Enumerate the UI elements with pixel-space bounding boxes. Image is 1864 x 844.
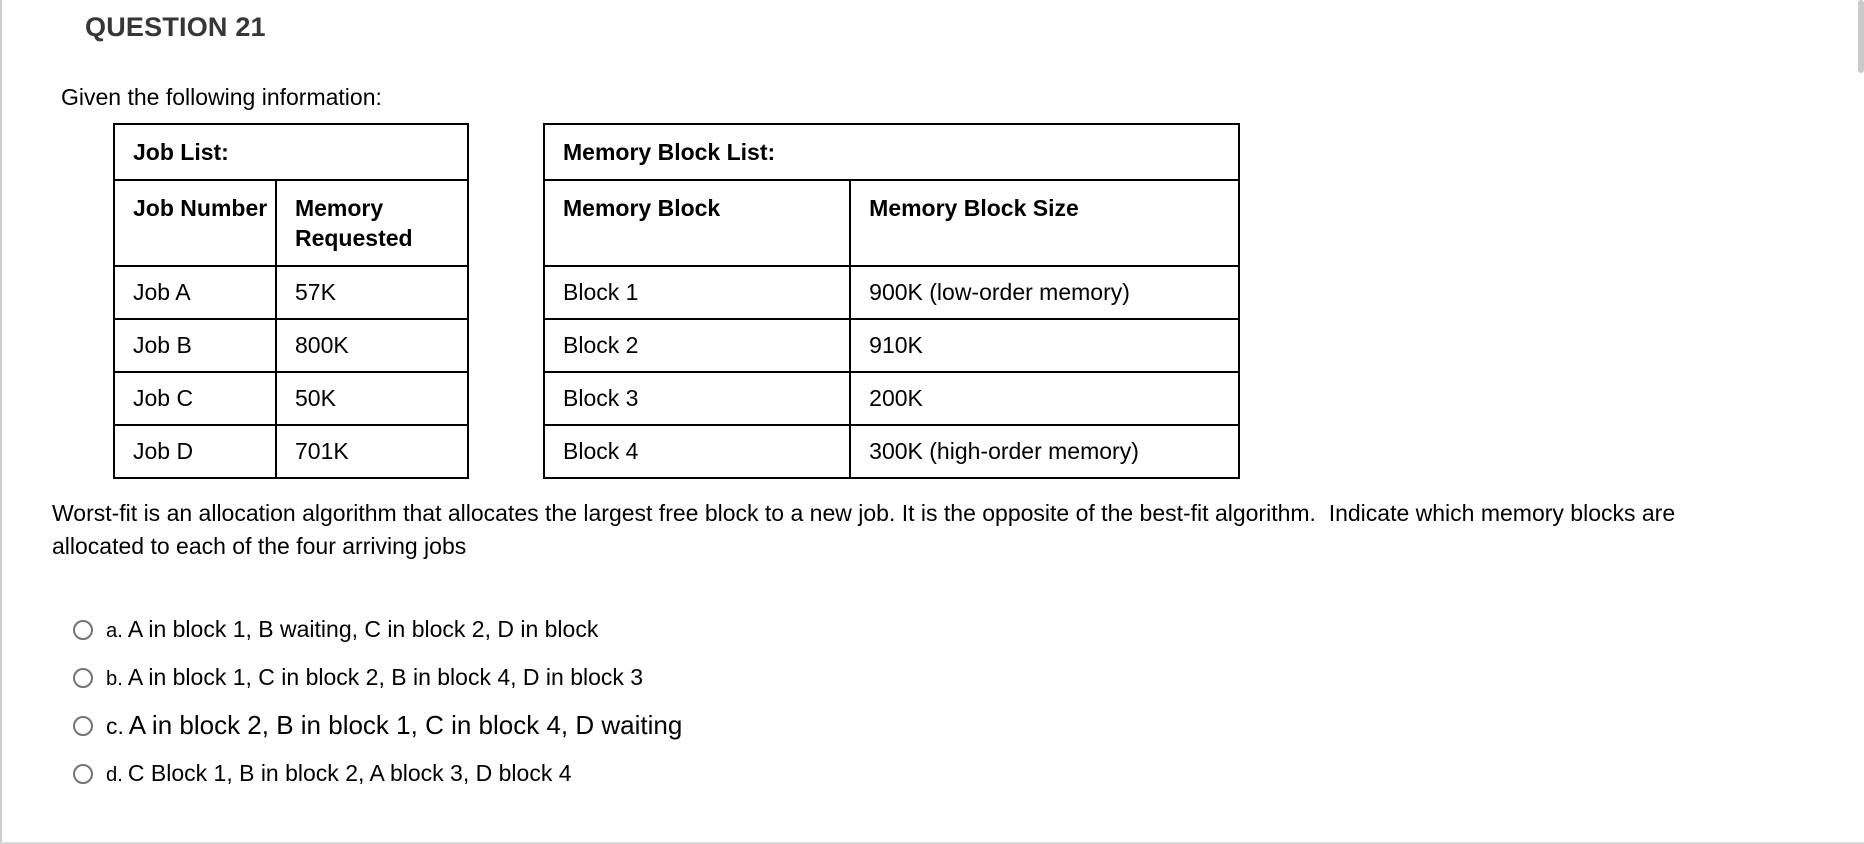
table-row: Job List: (113, 123, 469, 181)
table-row: Block 4 300K (high-order memory) (542, 424, 1240, 479)
table-row: Block 1 900K (low-order memory) (542, 265, 1240, 320)
page-bottom-border (0, 842, 1864, 844)
memory-block-table: Memory Block List: Memory Block Memory B… (542, 123, 1240, 479)
block-size-cell: 200K (849, 371, 1240, 426)
answer-option-label[interactable]: c.A in block 2, B in block 1, C in block… (106, 710, 682, 741)
job-name-cell: Job D (113, 424, 277, 479)
memory-table-header-size: Memory Block Size (849, 179, 1240, 267)
table-row: Block 3 200K (542, 371, 1240, 426)
job-memory-cell: 57K (274, 265, 470, 320)
answer-option-a[interactable]: a.A in block 1, B waiting, C in block 2,… (73, 614, 682, 645)
table-row: Job B 800K (113, 318, 470, 373)
answer-option-label[interactable]: d.C Block 1, B in block 2, A block 3, D … (106, 760, 572, 787)
job-name-cell: Job B (113, 318, 277, 373)
option-text: C Block 1, B in block 2, A block 3, D bl… (127, 760, 572, 786)
job-table-header-number: Job Number (113, 179, 277, 267)
block-name-cell: Block 3 (542, 371, 852, 426)
option-text: A in block 1, B waiting, C in block 2, D… (127, 616, 599, 642)
job-memory-cell: 50K (274, 371, 470, 426)
option-letter: b. (106, 668, 123, 690)
memory-table-header-block: Memory Block (542, 179, 852, 267)
table-row: Job Number Memory Requested (113, 179, 470, 267)
option-letter: d. (106, 764, 123, 786)
table-row: Memory Block List: (543, 123, 1240, 181)
table-row: Job C 50K (113, 371, 470, 426)
answer-option-label[interactable]: a.A in block 1, B waiting, C in block 2,… (106, 616, 598, 643)
radio-button-a[interactable] (73, 619, 93, 640)
table-row: Block 2 910K (542, 318, 1240, 373)
job-memory-cell: 800K (274, 318, 470, 373)
intro-text: Given the following information: (61, 84, 382, 110)
answer-option-label[interactable]: b.A in block 1, C in block 2, B in block… (106, 664, 643, 691)
scrollbar-thumb[interactable] (1858, 0, 1864, 73)
job-list-table: Job List: Job Number Memory Requested Jo… (113, 123, 470, 479)
job-name-cell: Job C (113, 371, 277, 426)
radio-button-b[interactable] (73, 667, 93, 688)
job-table-title: Job List: (113, 123, 469, 181)
block-name-cell: Block 4 (542, 424, 852, 479)
job-memory-cell: 701K (274, 424, 470, 479)
block-size-cell: 300K (high-order memory) (849, 424, 1240, 479)
answer-option-d[interactable]: d.C Block 1, B in block 2, A block 3, D … (73, 758, 682, 789)
option-text: A in block 1, C in block 2, B in block 4… (127, 664, 644, 690)
question-title: QUESTION 21 (85, 12, 266, 42)
radio-button-d[interactable] (73, 763, 93, 784)
block-size-cell: 900K (low-order memory) (849, 265, 1240, 320)
answer-options: a.A in block 1, B waiting, C in block 2,… (73, 614, 682, 789)
table-row: Memory Block Memory Block Size (542, 179, 1240, 267)
answer-option-c[interactable]: c.A in block 2, B in block 1, C in block… (73, 710, 682, 741)
option-text: A in block 2, B in block 1, C in block 4… (128, 710, 683, 740)
question-prompt: Worst-fit is an allocation algorithm tha… (52, 500, 1682, 559)
block-name-cell: Block 2 (542, 318, 852, 373)
block-name-cell: Block 1 (542, 265, 852, 320)
info-tables: Job List: Job Number Memory Requested Jo… (113, 123, 1240, 479)
block-size-cell: 910K (849, 318, 1240, 373)
answer-option-b[interactable]: b.A in block 1, C in block 2, B in block… (73, 662, 682, 693)
memory-table-title: Memory Block List: (543, 123, 1240, 181)
job-table-header-memory: Memory Requested (274, 179, 470, 267)
option-letter: a. (106, 620, 123, 642)
page-left-border (0, 0, 2, 844)
job-name-cell: Job A (113, 265, 277, 320)
table-row: Job D 701K (113, 424, 470, 479)
table-row: Job A 57K (113, 265, 470, 320)
radio-button-c[interactable] (73, 715, 93, 736)
option-letter: c. (106, 713, 124, 739)
